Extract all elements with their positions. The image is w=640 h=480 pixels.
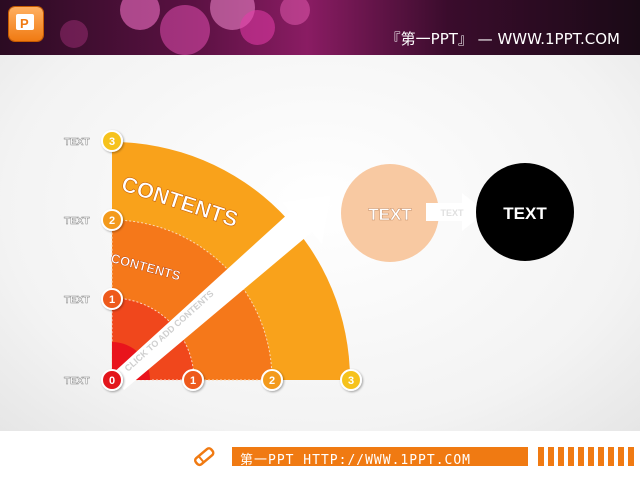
x-badge-3: 3 (348, 375, 354, 387)
footer-bar: 第一PPT HTTP://WWW.1PPT.COM (0, 431, 640, 480)
bokeh-light (280, 0, 310, 25)
footer-url-bar (232, 447, 528, 466)
bokeh-light (240, 10, 275, 45)
bokeh-light (60, 20, 88, 48)
badge-circle (101, 369, 123, 391)
bokeh-light (120, 0, 160, 30)
badge-circle (261, 369, 283, 391)
y-badge-0: 0 (109, 375, 115, 387)
badge-circle (101, 288, 123, 310)
y-badge-3: 3 (109, 136, 115, 148)
header-title: 『第一PPT』 — WWW.1PPT.COM (385, 30, 620, 48)
header-banner: P 『第一PPT』 — WWW.1PPT.COM (0, 0, 640, 55)
quarter-circle-diagram: CONTENTS CONTENTS CLICK TO ADD CONTENTS … (64, 130, 574, 391)
y-label-2: TEXT (64, 216, 90, 227)
slide-content: CONTENTS CONTENTS CLICK TO ADD CONTENTS … (0, 55, 640, 431)
y-badge-1: 1 (109, 294, 115, 306)
peach-circle (341, 164, 439, 262)
y-label-1: TEXT (64, 295, 90, 306)
y-label-0: TEXT (64, 376, 90, 387)
badge-circle (101, 209, 123, 231)
footer-stripes (538, 447, 634, 466)
black-circle (476, 163, 574, 261)
badge-circle (340, 369, 362, 391)
y-label-3: TEXT (64, 137, 90, 148)
small-arrow-shape (426, 193, 486, 231)
diagonal-arrow-shape (112, 196, 330, 390)
badge-circle (101, 130, 123, 152)
app-logo-icon: P (9, 7, 43, 41)
pencil-icon (193, 447, 215, 467)
small-arrow-text: TEXT (440, 208, 464, 218)
black-circle-text: TEXT (503, 204, 547, 223)
y-badge-2: 2 (109, 215, 115, 227)
bokeh-light (160, 5, 210, 55)
x-badge-2: 2 (269, 375, 275, 387)
badge-circle (182, 369, 204, 391)
x-badge-1: 1 (190, 375, 196, 387)
footer-url[interactable]: 第一PPT HTTP://WWW.1PPT.COM (240, 453, 472, 468)
peach-circle-text: TEXT (368, 205, 412, 224)
